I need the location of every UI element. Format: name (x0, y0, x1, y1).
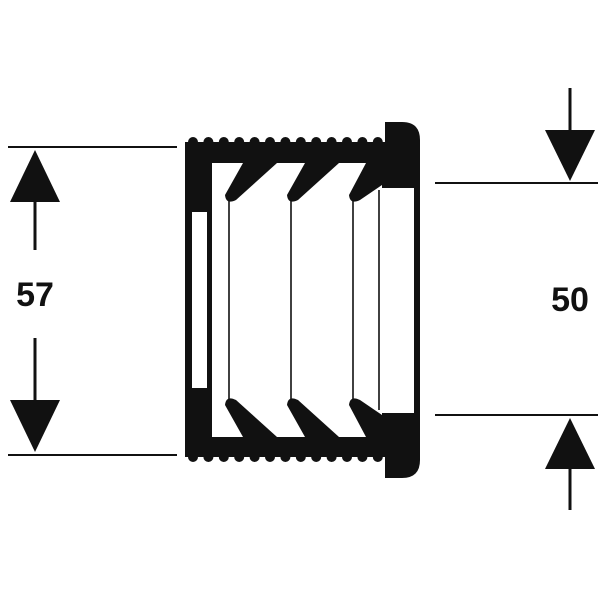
inlet-recess (192, 212, 207, 388)
seal-fin-top-1 (225, 163, 277, 202)
arrow-down-icon (545, 130, 595, 181)
seal-fin-bottom-3 (349, 398, 382, 437)
seal-fin-top-3 (349, 163, 382, 202)
arrow-up-icon (545, 418, 595, 469)
arrow-up-icon (10, 150, 60, 202)
inner-lines (209, 190, 380, 410)
dimension-outer (8, 146, 177, 456)
seal-fin-top-2 (287, 163, 339, 202)
outlet-opening (378, 188, 414, 413)
fitting-cross-section (185, 122, 420, 478)
outer-diameter-label: 57 (16, 276, 54, 314)
inner-cavity (212, 163, 382, 437)
seal-fin-bottom-1 (225, 398, 277, 437)
seal-fin-bottom-2 (287, 398, 339, 437)
dimension-inner (435, 88, 598, 510)
arrow-down-icon (10, 400, 60, 452)
inner-diameter-label: 50 (551, 281, 589, 319)
